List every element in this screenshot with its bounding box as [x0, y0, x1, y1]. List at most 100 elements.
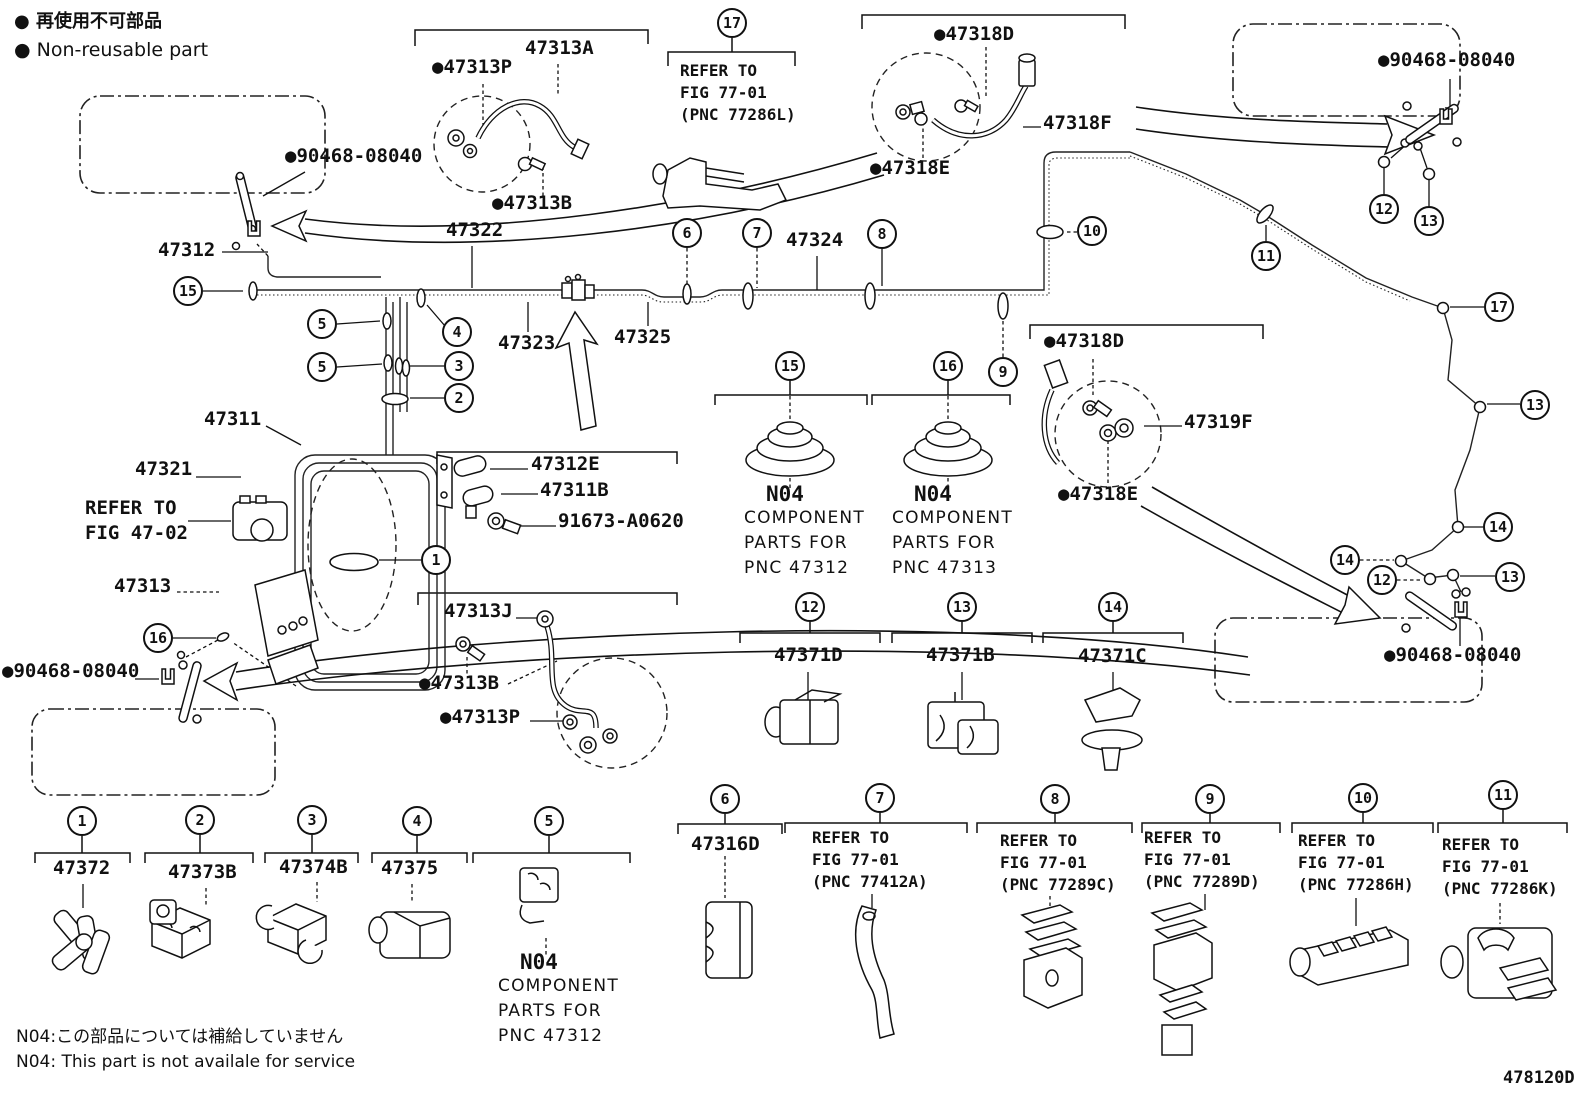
callout-8[interactable]: 8	[867, 219, 897, 249]
strut-clip-icons	[161, 101, 1468, 724]
part-label-47372[interactable]: 47372	[53, 857, 111, 879]
part-label-47313[interactable]: 47313	[114, 575, 172, 597]
part-label-47319F[interactable]: 47319F	[1184, 411, 1253, 433]
callout-7b[interactable]: 7	[865, 783, 895, 813]
clamp-77289C	[1020, 904, 1083, 1009]
refer-block-47-02: REFER TO FIG 47-02	[85, 497, 188, 544]
part-label-47312E[interactable]: 47312E	[531, 453, 600, 475]
component-note-47312-bottom: N04 COMPONENT PARTS FOR PNC 47312	[498, 950, 619, 1046]
part-label-47371C[interactable]: 47371C	[1078, 645, 1147, 667]
callout-6b[interactable]: 6	[710, 784, 740, 814]
leader-lines	[82, 79, 1520, 926]
part-label-47313A[interactable]: 47313A	[525, 37, 594, 59]
legend-nonreusable-en: ● Non-reusable part	[14, 39, 209, 61]
footnote-en: N04: This part is not availale for servi…	[16, 1052, 356, 1072]
callout-3b[interactable]: 3	[297, 805, 327, 835]
pipe-joint-47323-icon	[561, 273, 595, 301]
flow-arrow-icons	[202, 106, 1437, 702]
part-label-47324[interactable]: 47324	[786, 229, 844, 251]
callout-10[interactable]: 10	[1077, 216, 1107, 246]
part-label-47313J[interactable]: 47313J	[444, 600, 513, 622]
callout-1[interactable]: 1	[421, 545, 451, 575]
part-label-47313P[interactable]: ●47313P	[432, 56, 513, 78]
callout-17b[interactable]: 17	[1484, 292, 1514, 322]
part-label-47318D[interactable]: ●47318D	[934, 23, 1015, 45]
callout-2b[interactable]: 2	[185, 805, 215, 835]
part-label-47318E[interactable]: ●47318E	[870, 157, 951, 179]
callout-2[interactable]: 2	[444, 383, 474, 413]
clamp-77289D	[1150, 902, 1213, 1056]
refer-block-77412A: REFER TO FIG 77-01 (PNC 77412A)	[812, 828, 928, 891]
part-label-47375[interactable]: 47375	[381, 857, 439, 879]
part-label-47313P-bottom[interactable]: ●47313P	[440, 706, 521, 728]
callout-12[interactable]: 12	[1369, 194, 1399, 224]
callout-3[interactable]: 3	[444, 351, 474, 381]
part-label-47325[interactable]: 47325	[614, 326, 672, 348]
callout-12b[interactable]: 12	[1367, 565, 1397, 595]
callout-4b[interactable]: 4	[402, 806, 432, 836]
part-label-47321[interactable]: 47321	[135, 458, 193, 480]
clamp-47372	[51, 909, 111, 975]
callout-11[interactable]: 11	[1251, 241, 1281, 271]
part-label-47374B[interactable]: 47374B	[279, 856, 348, 878]
callout-1b[interactable]: 1	[67, 806, 97, 836]
legend-nonreusable-jp: ● 再使用不可部品	[14, 11, 162, 32]
callout-8b[interactable]: 8	[1040, 784, 1070, 814]
part-label-90468-08040-br[interactable]: ●90468-08040	[1384, 644, 1522, 666]
part-label-47371B[interactable]: 47371B	[926, 644, 995, 666]
refer-block-77289D: REFER TO FIG 77-01 (PNC 77289D)	[1144, 828, 1260, 891]
clamp-77286K	[1440, 927, 1558, 1001]
callout-11b[interactable]: 11	[1488, 780, 1518, 810]
part-label-47311B[interactable]: 47311B	[540, 479, 609, 501]
callout-15[interactable]: 15	[173, 276, 203, 306]
part-label-90468-08040-tr[interactable]: ●90468-08040	[1378, 49, 1516, 71]
callout-5b[interactable]: 5	[307, 352, 337, 382]
part-label-47311[interactable]: 47311	[204, 408, 262, 430]
callout-9[interactable]: 9	[988, 357, 1018, 387]
part-label-47316D[interactable]: 47316D	[691, 833, 760, 855]
callout-6[interactable]: 6	[672, 218, 702, 248]
callout-14c[interactable]: 14	[1098, 592, 1128, 622]
clamp-sketch-icons	[51, 687, 1558, 1056]
callout-16[interactable]: 16	[143, 623, 173, 653]
part-label-47322[interactable]: 47322	[446, 219, 504, 241]
callout-10b[interactable]: 10	[1348, 783, 1378, 813]
callout-15b[interactable]: 15	[775, 351, 805, 381]
callout-9b[interactable]: 9	[1195, 784, 1225, 814]
callout-12c[interactable]: 12	[795, 592, 825, 622]
brake-hose-icons	[447, 53, 1134, 754]
part-label-47318E-mid[interactable]: ●47318E	[1058, 483, 1139, 505]
part-label-47312[interactable]: 47312	[158, 239, 216, 261]
callout-13[interactable]: 13	[1414, 206, 1444, 236]
callout-14[interactable]: 14	[1483, 512, 1513, 542]
part-label-90468-08040-tl[interactable]: ●90468-08040	[285, 145, 423, 167]
part-label-90468-08040-bl[interactable]: ●90468-08040	[2, 660, 140, 682]
part-label-47323[interactable]: 47323	[498, 332, 556, 354]
callout-13d[interactable]: 13	[947, 592, 977, 622]
clamp-47373B	[149, 899, 211, 959]
callout-17[interactable]: 17	[717, 8, 747, 38]
part-label-91673-A0620[interactable]: 91673-A0620	[558, 510, 684, 532]
component-note-47312: N04 COMPONENT PARTS FOR PNC 47312	[744, 482, 865, 578]
callout-14b[interactable]: 14	[1330, 545, 1360, 575]
clamp-47374B	[255, 903, 327, 965]
part-label-47318F[interactable]: 47318F	[1043, 112, 1112, 134]
leader-lines-dashed	[177, 47, 1501, 957]
callout-13c[interactable]: 13	[1495, 562, 1525, 592]
refer-block-77286K: REFER TO FIG 77-01 (PNC 77286K)	[1442, 835, 1558, 898]
clamp-n04-bottom	[519, 867, 559, 924]
part-label-47371D[interactable]: 47371D	[774, 644, 843, 666]
footnote-jp: N04:この部品については補給していません	[16, 1027, 344, 1047]
callout-4[interactable]: 4	[442, 317, 472, 347]
part-label-47313B-bottom[interactable]: ●47313B	[419, 672, 500, 694]
part-label-47373B[interactable]: 47373B	[168, 861, 237, 883]
callout-16b[interactable]: 16	[933, 351, 963, 381]
up-arrow-icon	[554, 310, 599, 431]
part-label-47318D-mid[interactable]: ●47318D	[1044, 330, 1125, 352]
callout-13b[interactable]: 13	[1520, 390, 1550, 420]
part-label-47313B[interactable]: ●47313B	[492, 192, 573, 214]
callout-5c[interactable]: 5	[534, 806, 564, 836]
callout-7[interactable]: 7	[742, 218, 772, 248]
callout-5[interactable]: 5	[307, 309, 337, 339]
